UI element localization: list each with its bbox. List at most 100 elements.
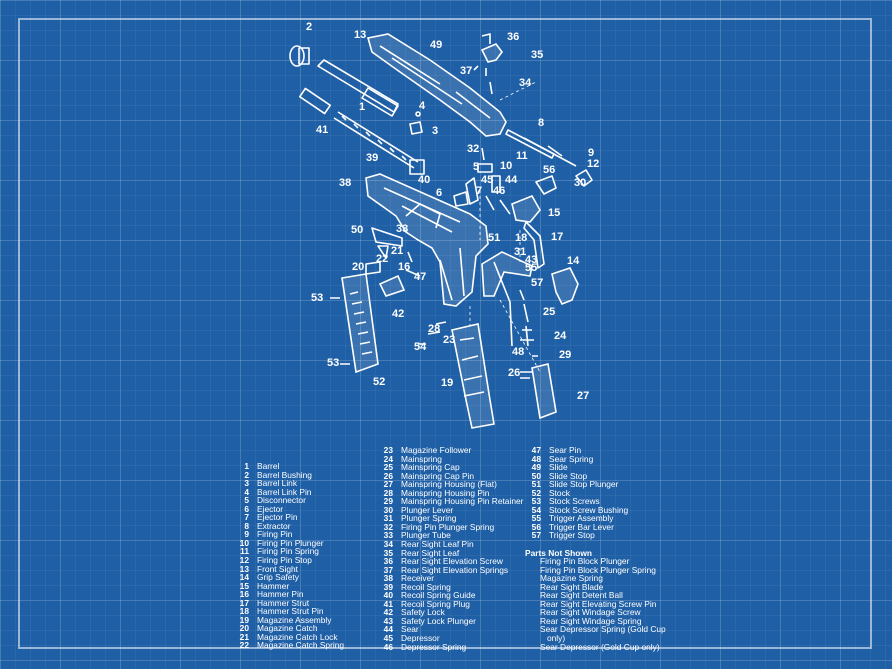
legend-number: 41 [383, 598, 393, 609]
legend-number: 37 [383, 564, 393, 575]
legend-number: 6 [244, 503, 249, 514]
legend-label: Disconnector [257, 495, 306, 506]
barrel-part [317, 59, 399, 117]
callout-31: 31 [514, 246, 526, 258]
legend-label: Rear Sight Elevation Springs [401, 564, 509, 575]
legend-label: Mainspring Cap Pin [401, 470, 475, 481]
legend-label: Mainspring Housing (Flat) [401, 479, 497, 490]
callout-23: 23 [443, 334, 455, 346]
callout-39: 39 [366, 152, 378, 164]
callout-57: 57 [531, 277, 543, 289]
legend-label: Mainspring [401, 453, 442, 464]
callout-49: 49 [430, 39, 442, 51]
legend-number: 9 [244, 529, 249, 540]
legend-label: Magazine Catch Spring [257, 640, 345, 651]
legend-label: Trigger Stop [549, 530, 595, 541]
legend-number: 22 [239, 640, 249, 651]
legend-number: 11 [240, 546, 249, 557]
callout-55: 55 [525, 262, 537, 274]
rear-sight-part [473, 33, 503, 95]
callout-7: 7 [476, 185, 482, 197]
legend-item: 5 Disconnector [233, 496, 344, 505]
callout-11: 11 [516, 150, 528, 162]
legend-label: Slide Stop Plunger [549, 479, 619, 490]
callout-17: 17 [551, 231, 563, 243]
callout-41: 41 [316, 124, 328, 136]
not-shown-item: Firing Pin Block Plunger Spring [540, 564, 656, 575]
alignment-lines [469, 81, 541, 373]
legend-label: Ejector [257, 503, 284, 514]
legend-label: Safety Lock [401, 607, 445, 618]
legend-number: 56 [531, 521, 541, 532]
callout-53: 53 [327, 357, 339, 369]
legend-number: 10 [239, 537, 249, 548]
legend-label: Trigger Assembly [549, 513, 614, 524]
barrel-bushing-part [289, 45, 310, 67]
legend-item: 26 Mainspring Cap Pin [377, 472, 523, 481]
legend-label: Barrel Link Pin [257, 486, 312, 497]
legend-number: 54 [531, 504, 541, 515]
legend-number: 23 [383, 445, 393, 455]
not-shown-item: Sear Depressor (Gold Cup only) [540, 641, 660, 652]
callout-20: 20 [352, 261, 364, 273]
legend-number: 26 [383, 470, 393, 481]
callout-1: 1 [359, 101, 365, 113]
legend-number: 53 [531, 496, 541, 507]
callout-45: 45 [481, 174, 493, 186]
callout-9: 9 [588, 147, 594, 159]
legend-number: 5 [244, 495, 249, 506]
legend-label: Firing Pin [257, 529, 293, 540]
legend-number: 33 [383, 530, 393, 541]
legend-item: 14 Grip Safety [233, 573, 344, 582]
callout-18: 18 [515, 232, 527, 244]
legend-number: 12 [239, 555, 249, 566]
legend-number: 27 [383, 479, 393, 490]
callout-50: 50 [351, 224, 363, 236]
legend-label: Barrel [257, 461, 280, 471]
barrel-link-part [409, 111, 423, 135]
magazine-part [418, 321, 495, 429]
legend-label: Hammer Pin [257, 589, 304, 600]
legend-label: Sear Spring [549, 453, 594, 464]
legend-label: Slide Stop [549, 470, 588, 481]
callout-42: 42 [392, 308, 404, 320]
callout-51: 51 [488, 232, 500, 244]
parts-not-shown-title: Parts Not Shown [525, 547, 593, 558]
legend-label: Barrel Bushing [257, 469, 312, 480]
not-shown-item: only) [540, 633, 566, 644]
legend-label: Hammer [257, 580, 290, 591]
legend-label: Plunger Spring [401, 513, 457, 524]
callout-16: 16 [398, 261, 410, 273]
receiver-part [365, 173, 489, 307]
callout-12: 12 [587, 158, 599, 170]
legend-number: 14 [239, 572, 249, 583]
legend-number: 20 [239, 623, 249, 634]
callout-29: 29 [559, 349, 571, 361]
legend-number: 34 [383, 539, 393, 550]
legend-label: Grip Safety [257, 572, 299, 583]
legend-label: Extractor [257, 520, 291, 531]
legend-label: Ejector Pin [257, 512, 298, 523]
legend-number: 30 [383, 504, 393, 515]
